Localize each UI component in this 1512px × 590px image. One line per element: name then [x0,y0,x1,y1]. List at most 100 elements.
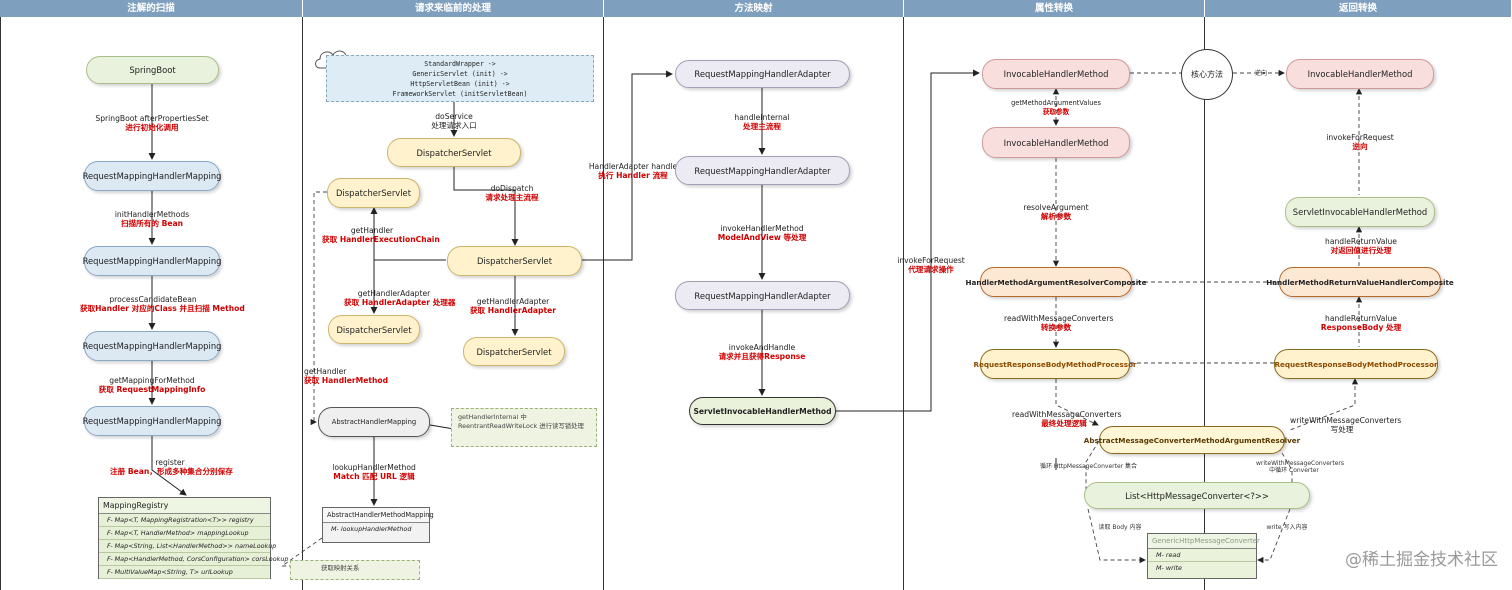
node-dispatcher-top: DispatcherServlet [387,138,521,167]
note-get-mapping: 获取映射关系 [290,560,420,580]
label-text-cn: 进行初始化调用 [125,123,179,132]
label-text: register [155,458,185,467]
label-text-cn: 获取 RequestMappingInfo [98,385,206,394]
registry-field: F- Map<T, MappingRegistration<T>> regist… [99,514,270,527]
label-text-cn: 扫描所有的 Bean [120,219,184,228]
node-message-converter-list: List<HttpMessageConverter<?>> [1084,482,1310,509]
label-text: doDispatch [490,184,534,193]
node-invocable-handler-method-3: InvocableHandlerMethod [1286,59,1434,89]
label-text-cn: ResponseBody 处理 [1320,323,1402,332]
label-text: getHandlerAdapter [476,297,550,306]
init-chain-code-box: StandardWrapper -> GenericServlet (init)… [326,55,594,102]
label-text: handleReturnValue [1325,237,1397,246]
label-text-cn: ModelAndView 等处理 [717,233,807,242]
code-line: StandardWrapper -> [424,60,496,68]
node-dispatcher-mid: DispatcherServlet [447,246,582,276]
node-rmhm-1: RequestMappingHandlerMapping [83,161,221,191]
label-text: getMappingForMethod [109,376,195,385]
code-line: GenericServlet (init) -> [412,70,508,78]
text-loop-converters: 循环 HttpMessageConverter 集合 [1040,463,1138,470]
generic-http-message-converter-box: GenericHttpMessageConverter M- read M- w… [1147,533,1260,579]
label-text: writeWithMessageConverters [1290,416,1402,425]
code-line: HttpServletBean (init) -> [410,80,510,88]
lane-header-annotation-scan: 注解的扫描 [0,0,303,17]
node-rmha-1: RequestMappingHandlerAdapter [675,60,850,88]
label-text-cn: 执行 Handler 流程 [598,171,668,180]
registry-field: F- Map<String, List<HandlerMethod>> name… [99,540,276,553]
label-text-cn: 处理主流程 [743,122,781,131]
node-argument-resolver-composite: HandlerMethodArgumentResolverComposite [966,267,1147,297]
label-text: handleInternal [734,113,790,122]
label-text-cn: 代理请求操作 [908,265,954,274]
ghmc-method: M- write [1156,564,1182,572]
label-text: invokeForRequest [897,256,965,265]
node-rmhm-4: RequestMappingHandlerMapping [83,406,221,436]
registry-field: F- Map<HandlerMethod, CorsConfiguration>… [99,553,288,566]
node-abstract-message-converter-resolver: AbstractMessageConverterMethodArgumentRe… [1084,426,1300,454]
ahmm-method: M- lookupHandlerMethod [331,525,412,533]
label-text-cn: 逆向 [1352,142,1368,151]
label-text-cn: 获取 HandlerExecutionChain [322,235,440,244]
label-text: invokeAndHandle [728,343,796,352]
label-text: invokeHandlerMethod [720,224,804,233]
lane-body-1 [0,17,303,590]
node-invocable-handler-method-1: InvocableHandlerMethod [982,59,1130,89]
node-rmha-3: RequestMappingHandlerAdapter [675,281,850,310]
node-dispatcher-bottom-left: DispatcherServlet [328,315,420,344]
label-text: SpringBoot afterPropertiesSet [95,114,209,123]
label-text: getMethodArgumentValues [1011,99,1101,107]
node-invocable-handler-method-2: InvocableHandlerMethod [982,127,1130,158]
registry-field: F- Map<T, HandlerMethod> mappingLookup [99,527,270,540]
node-rmha-2: RequestMappingHandlerAdapter [675,156,850,185]
label-text: getHandlerAdapter [357,289,431,298]
text-reverse-top: 逆向 [1254,70,1267,77]
registry-field: F- MultiValueMap<String, T> urlLookup [99,566,270,579]
ahmm-title: AbstractHandlerMethodMapping [323,508,434,523]
abstract-handler-method-mapping-box: AbstractHandlerMethodMapping M- lookupHa… [322,507,434,543]
label-text: handleReturnValue [1325,314,1397,323]
watermark-text: @稀土掘金技术社区 [1345,550,1498,570]
label-text-cn: 获取参数 [1042,108,1070,116]
label-text-cn: 写处理 [1330,425,1354,434]
label-text-cn: Match 匹配 URL 逻辑 [333,472,415,481]
node-rmhm-3: RequestMappingHandlerMapping [83,331,221,361]
label-text: getHandler [350,226,394,235]
lane-header-method-mapping: 方法映射 [604,0,904,17]
label-text: invokeForRequest [1326,133,1394,142]
label-text-cn: 请求并且获得Response [718,352,806,361]
label-text: initHandlerMethods [114,210,190,219]
lane-header-pre-request: 请求来临前的处理 [303,0,604,17]
code-line: FrameworkServlet (initServletBean) [392,90,528,98]
label-text-cn: 获取 HandlerAdapter 处理器 [344,298,456,307]
label-text-cn: 解析参数 [1040,212,1072,221]
ghmc-method: M- read [1148,549,1256,562]
node-request-response-body-processor-left: RequestResponseBodyMethodProcessor [973,349,1137,379]
note-read-write-lock: getHandlerInternal 中 ReentrantReadWriteL… [451,408,597,447]
label-text: processCandidateBean [109,295,197,304]
node-return-value-handler-composite: HandlerMethodReturnValueHandlerComposite [1266,267,1454,297]
ghmc-title: GenericHttpMessageConverter [1148,534,1260,549]
